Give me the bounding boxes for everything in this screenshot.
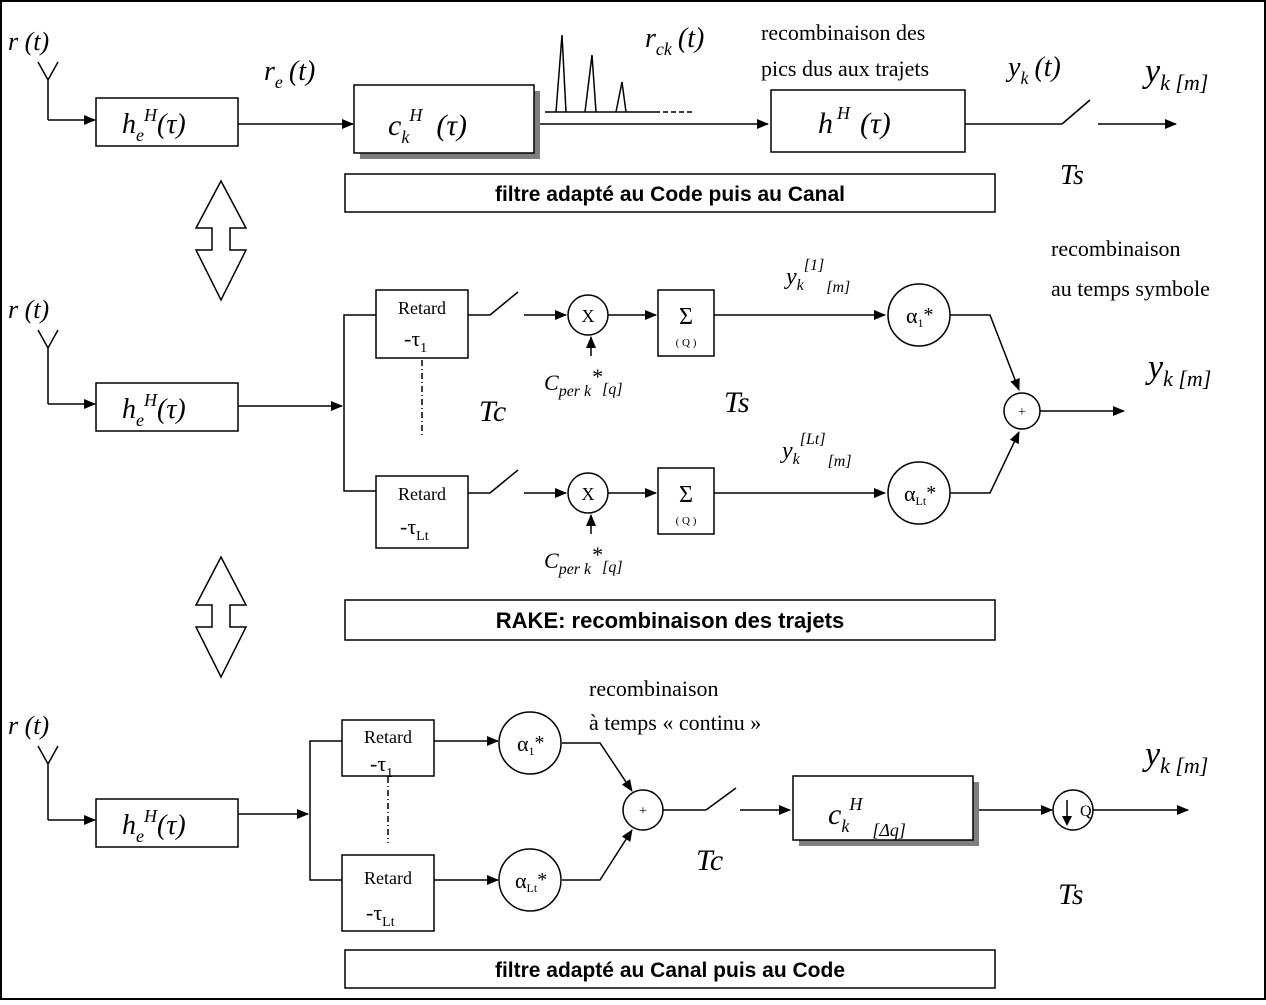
row3-antenna-icon — [37, 745, 59, 820]
row2-note-line2: au temps symbole — [1051, 276, 1210, 301]
row3-ts-label: Ts — [1058, 878, 1084, 911]
row2-delay1-tau: -τ1 — [404, 326, 427, 356]
row3-code-filter-box — [792, 775, 974, 841]
row2-receive-filter-label: heH(τ) — [122, 390, 186, 430]
row2-b2-code-label: Cper k*[q] — [544, 542, 623, 578]
row2-input-label: r (t) — [8, 295, 49, 324]
row2-alpha2-label: αLt* — [904, 481, 936, 508]
equivalence-arrow-icon-1 — [194, 179, 248, 302]
row1-sampler-switch — [1061, 99, 1091, 125]
row2-combine-arrow-top — [950, 314, 1020, 391]
row3-alpha2-label: αLt* — [515, 868, 547, 895]
row2-b1-sum-sub: ( Q ) — [676, 337, 697, 349]
row3-note-line2: à temps « continu » — [589, 710, 761, 735]
row1-channel-filter-box — [770, 89, 966, 153]
row2-caption: RAKE: recombinaison des trajets — [496, 608, 844, 633]
row2-tc-label: Tc — [479, 395, 506, 428]
row2-b2-sum-box — [657, 467, 715, 535]
row2-caption-box — [344, 599, 996, 641]
row2-rake-receiver: r (t) heH(τ) Retard -τ1 X Cper k*[q] Σ (… — [8, 236, 1211, 641]
row3-delay1-tau: -τ1 — [370, 751, 393, 781]
row2-receive-filter-box — [95, 382, 239, 432]
row3-receive-filter-box — [95, 798, 239, 848]
row2-combine-arrow-bottom — [950, 431, 1020, 494]
row2-delay1-label: Retard — [398, 298, 446, 318]
row2-b2-mult-label: X — [582, 484, 595, 504]
row1-note-line1: recombinaison des — [761, 20, 925, 45]
row3-delay2-label: Retard — [364, 868, 412, 888]
row3-caption-box — [344, 949, 996, 989]
row2-b2-sum-sub: ( Q ) — [676, 515, 697, 527]
row2-b1-y-label: yk[1][m] — [784, 257, 850, 296]
row1-input-label: r (t) — [8, 27, 49, 56]
row2-alpha1-label: α1* — [906, 303, 934, 330]
row3-combine-arrow-top — [562, 742, 633, 792]
equivalence-arrow-icon-2 — [194, 555, 248, 679]
row3-delay2-tau: -τLt — [366, 900, 395, 930]
row3-receive-filter-label: heH(τ) — [122, 806, 186, 846]
row2-b1-mult-label: X — [582, 306, 595, 326]
row2-note-line1: recombinaison — [1051, 236, 1181, 261]
row1-ts-label: Ts — [1060, 160, 1084, 191]
row2-b1-code-label: Cper k*[q] — [544, 364, 623, 400]
row1-antenna-icon — [37, 61, 59, 120]
row1-rck-label: rck(t) — [645, 23, 704, 59]
row1-note-line2: pics dus aux trajets — [761, 56, 929, 81]
row2-delay2-box — [375, 475, 469, 549]
row3-channel-then-code: r (t) heH(τ) Retard -τ1 α1* Retard -τLt … — [8, 676, 1208, 989]
row3-note-line1: recombinaison — [589, 676, 719, 701]
row2-delay2-label: Retard — [398, 484, 446, 504]
row2-alpha2-weight — [887, 461, 951, 525]
row1-receive-filter-label: heH(τ) — [122, 105, 186, 145]
row2-b2-y-label: yk[Lt][m] — [780, 431, 852, 470]
row3-input-label: r (t) — [8, 711, 49, 740]
row3-combine-arrow-bottom — [562, 829, 633, 881]
row1-peak-pulses — [545, 34, 692, 113]
row3-chip-switch — [705, 787, 737, 811]
row2-b1-chip-switch — [489, 291, 519, 316]
row1-re-label: re(t) — [264, 56, 315, 92]
row3-delay2-box — [341, 854, 435, 932]
row1-receive-filter-box — [95, 97, 239, 147]
row3-alpha1-weight — [498, 711, 562, 775]
row3-output-label: yk [m] — [1142, 736, 1208, 778]
row1-yk-label: yk(t) — [1005, 52, 1061, 88]
row3-caption: filtre adapté au Canal puis au Code — [495, 959, 845, 982]
row3-alpha1-label: α1* — [517, 731, 545, 758]
row3-branch-split — [309, 740, 342, 881]
row2-antenna-icon — [37, 329, 59, 404]
row2-b2-sum-symbol: Σ — [679, 482, 693, 508]
row3-decimator-label: Q — [1080, 803, 1092, 820]
row2-alpha1-weight — [887, 283, 951, 347]
row2-adder-label: + — [1018, 405, 1026, 420]
row2-b2-chip-switch — [489, 469, 519, 494]
row1-caption-box — [344, 173, 996, 213]
row3-delay1-box — [341, 719, 435, 777]
row1-output-label: yk [m] — [1142, 53, 1208, 95]
row3-code-filter-label: ckH[Δq] — [828, 794, 906, 840]
row3-adder-label: + — [639, 804, 647, 819]
row3-tc-label: Tc — [696, 844, 723, 877]
row1-code-filter-label: ckH(τ) — [388, 105, 467, 147]
row2-delay2-tau: -τLt — [400, 514, 429, 544]
row1-caption: filtre adapté au Code puis au Canal — [495, 183, 845, 206]
row1-code-then-channel: r (t) heH(τ) re(t) ckH(τ) rck(t) recombi… — [8, 20, 1208, 213]
row2-ts-label: Ts — [724, 386, 750, 419]
row3-down-arrow-icon — [1062, 800, 1072, 826]
row1-code-filter-box — [353, 84, 535, 154]
row3-alpha2-weight — [498, 848, 562, 912]
row2-branch-split — [343, 314, 376, 492]
row2-output-label: yk [m] — [1145, 349, 1211, 391]
row2-delay1-box — [375, 289, 469, 359]
row2-b1-sum-symbol: Σ — [679, 304, 693, 330]
row3-delay1-label: Retard — [364, 727, 412, 747]
row2-b1-sum-box — [657, 289, 715, 357]
